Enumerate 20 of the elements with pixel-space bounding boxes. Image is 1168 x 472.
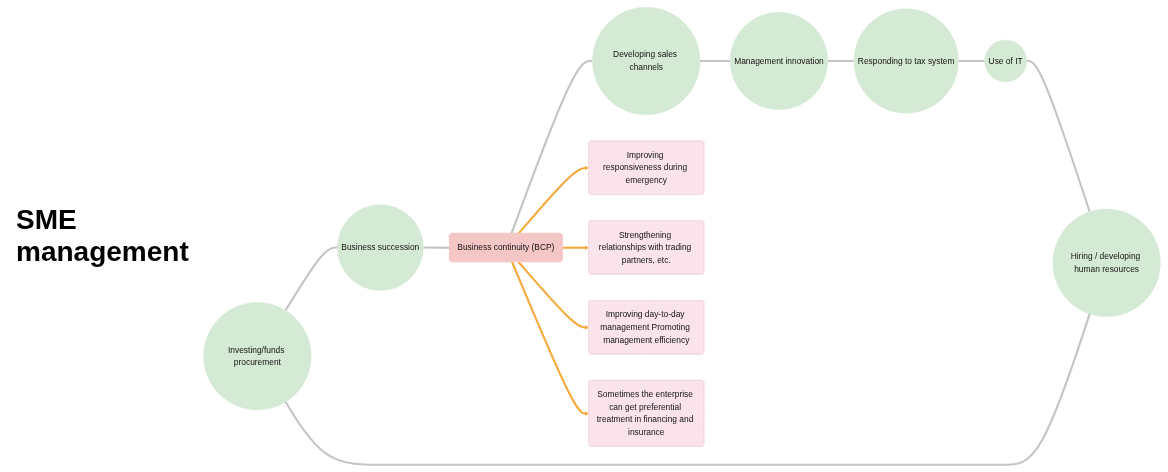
- connector: [284, 313, 1091, 466]
- connector: [1026, 59, 1091, 213]
- node-circle: Management innovation: [729, 12, 828, 110]
- node-circle: Business succession: [337, 204, 424, 291]
- connector: [510, 59, 593, 234]
- node-circle: Developing sales channels: [592, 6, 701, 116]
- center-heading: SME management: [16, 204, 190, 268]
- node-circle: Use of IT: [984, 39, 1027, 83]
- arrow: [517, 261, 589, 330]
- connector: [284, 246, 338, 311]
- node-circle: Responding to tax system: [853, 8, 959, 114]
- arrow: [562, 245, 589, 251]
- connector: [423, 246, 450, 249]
- node-circle: Hiring / developing human resources: [1052, 208, 1161, 317]
- connector: [700, 59, 731, 63]
- node-circle: Investing/funds procurement: [203, 302, 312, 411]
- connector: [827, 59, 854, 63]
- arrow: [511, 261, 589, 416]
- connector: [958, 59, 985, 63]
- arrow: [517, 165, 589, 235]
